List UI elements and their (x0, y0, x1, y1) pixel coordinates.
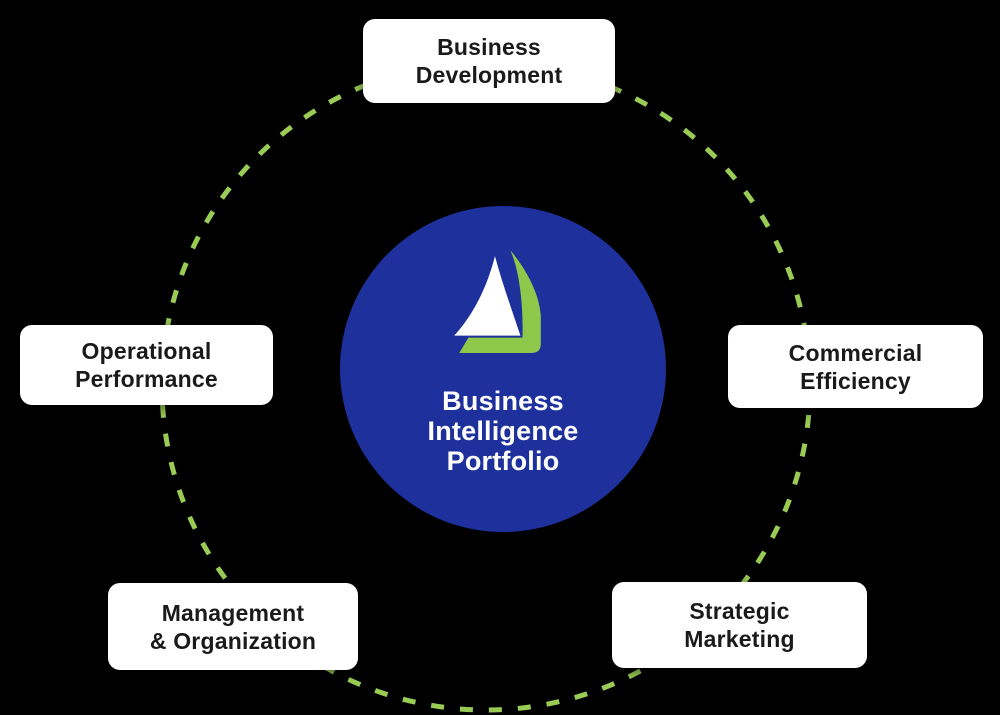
node-management-organization: Management & Organization (108, 583, 358, 670)
node-operational-performance: Operational Performance (20, 325, 273, 405)
node-label-line: & Organization (149, 627, 317, 654)
node-label-line: Management (161, 599, 305, 626)
hub-title: Business Intelligence Portfolio (340, 386, 666, 476)
hub-circle: Business Intelligence Portfolio (340, 206, 666, 532)
node-label-line: Performance (75, 366, 218, 392)
sailboat-sail-path (454, 256, 521, 336)
node-label-line: Commercial (788, 339, 923, 366)
node-label-line: Efficiency (800, 367, 911, 394)
sailboat-swoosh-path (459, 250, 541, 353)
hub-title-line: Intelligence (427, 416, 579, 446)
hub-title-line: Business (442, 386, 564, 416)
node-label-line: Strategic (689, 598, 790, 624)
hub-title-line: Portfolio (446, 446, 560, 476)
node-business-development: Business Development (363, 19, 615, 103)
node-commercial-efficiency: Commercial Efficiency (728, 325, 983, 408)
node-label-line: Business (437, 34, 541, 60)
node-label-line: Marketing (684, 626, 795, 652)
node-strategic-marketing: Strategic Marketing (612, 582, 867, 668)
node-label-line: Operational (81, 338, 212, 364)
sailboat-logo-icon (454, 250, 541, 353)
node-label-line: Development (415, 62, 563, 88)
